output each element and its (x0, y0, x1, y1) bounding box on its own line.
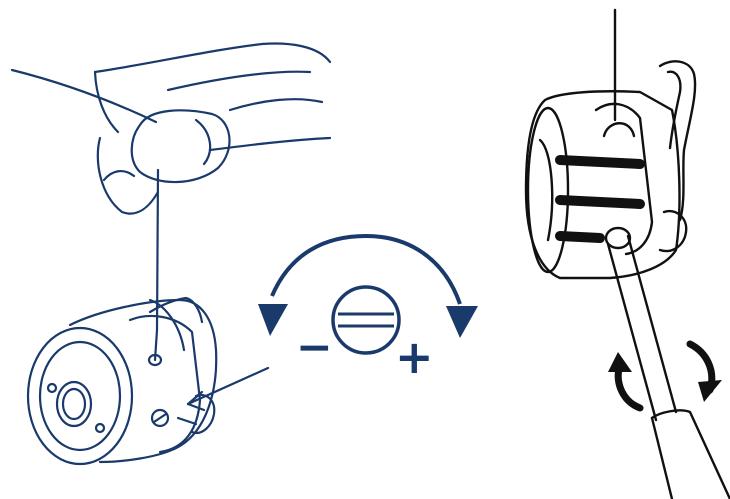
bobbin-case-icon (26, 296, 218, 466)
rotate-arrow-icon (258, 233, 478, 338)
decrease-sign: − (296, 322, 333, 373)
right-illustration (524, 8, 730, 499)
thread-icon (10, 68, 160, 362)
tension-screw-icon (150, 408, 170, 428)
left-illustration (10, 42, 332, 466)
screwdriver-icon (604, 226, 730, 499)
pointer-arrow-icon (186, 366, 270, 412)
center-illustration (258, 233, 478, 355)
rotate-arrow-icon (608, 340, 722, 412)
increase-sign: + (395, 330, 434, 384)
screw-head-icon (331, 285, 401, 355)
bobbin-case-icon (524, 60, 697, 280)
fingers-icon (93, 42, 332, 215)
